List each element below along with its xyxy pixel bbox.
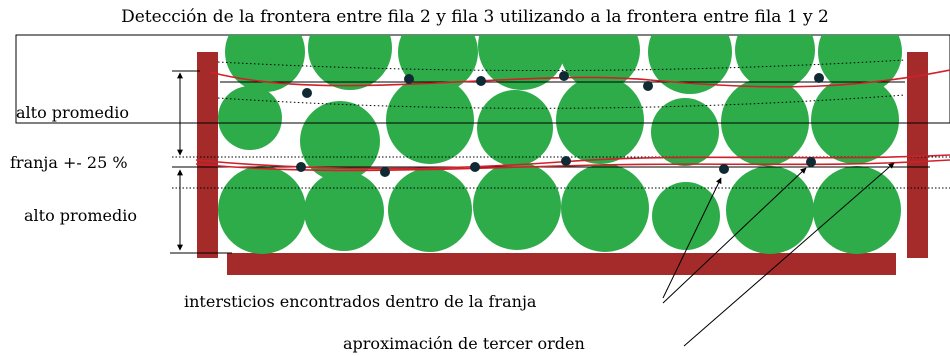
reference-lines: [16, 59, 950, 254]
log-circle: [300, 101, 380, 181]
label-franja: franja +- 25 %: [10, 153, 128, 172]
log-circle: [304, 171, 384, 251]
logs-group: [218, 35, 902, 254]
log-circle: [735, 35, 815, 90]
log-circle: [473, 162, 561, 250]
log-circle: [813, 166, 901, 254]
interstice-point: [476, 76, 486, 86]
log-circle: [561, 164, 649, 252]
log-circle: [218, 86, 282, 150]
interstice-point: [559, 71, 569, 81]
frame-bottom-bar: [227, 253, 896, 275]
label-alto-promedio-bottom: alto promedio: [24, 206, 137, 225]
log-circle: [477, 90, 553, 166]
frame-left-post: [197, 52, 218, 258]
interstice-point: [643, 81, 653, 91]
log-circle: [811, 76, 899, 164]
diagram-title: Detección de la frontera entre fila 2 y …: [121, 7, 829, 27]
interstice-points: [296, 71, 824, 177]
approximation-curve-lower-2: [195, 159, 950, 172]
interstice-point: [296, 162, 306, 172]
log-circle: [651, 98, 719, 166]
log-circle: [388, 168, 472, 252]
log-circle: [721, 78, 809, 166]
interstice-point: [561, 156, 571, 166]
log-circle: [218, 166, 306, 254]
approximation-curve-upper: [209, 69, 950, 88]
dotted-mid-curve: [217, 94, 906, 109]
interstice-point: [380, 167, 390, 177]
label-intersticios: intersticios encontrados dentro de la fr…: [184, 292, 537, 311]
frame-right-post: [907, 52, 928, 258]
interstice-point: [302, 88, 312, 98]
log-circle: [225, 35, 305, 92]
log-circle: [556, 76, 644, 164]
log-circle: [652, 182, 720, 250]
dotted-upper-curve: [217, 59, 906, 72]
pointer-approximation: [683, 162, 895, 347]
log-circle: [648, 35, 732, 94]
log-circle: [560, 35, 640, 90]
pointer-interstice-1: [662, 177, 722, 299]
log-circle: [308, 35, 392, 90]
pointer-lines: [662, 162, 895, 347]
label-alto-promedio-top: alto promedio: [16, 103, 129, 122]
label-aproximacion: aproximación de tercer orden: [343, 334, 585, 353]
log-circle: [478, 35, 566, 90]
interstice-point: [470, 162, 480, 172]
interstice-point: [404, 74, 414, 84]
interstice-point: [814, 73, 824, 83]
pointer-interstice-2: [662, 167, 807, 304]
log-circle: [726, 166, 814, 254]
interstice-point: [806, 157, 816, 167]
log-circle: [386, 76, 474, 164]
interstice-point: [719, 164, 729, 174]
